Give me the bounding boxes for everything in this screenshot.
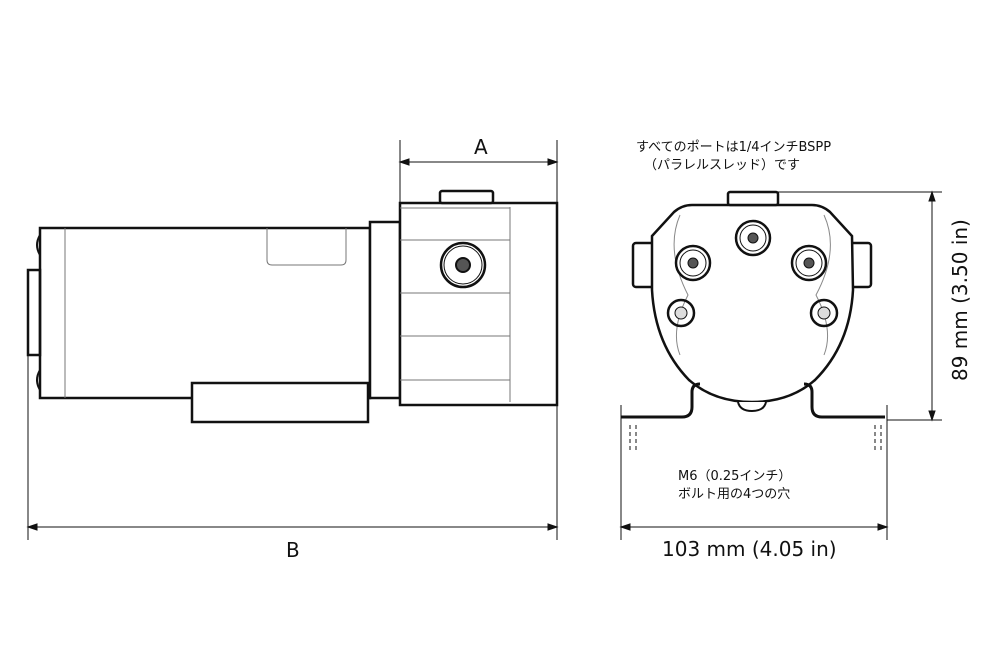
mounting-bracket bbox=[621, 382, 885, 419]
dimension-lines-front bbox=[619, 190, 942, 540]
dimension-lines-side bbox=[26, 140, 559, 540]
dimension-b-label: B bbox=[286, 538, 300, 562]
port bbox=[674, 219, 828, 282]
adapter bbox=[368, 220, 402, 400]
pump-head bbox=[398, 201, 559, 407]
side-port bbox=[439, 241, 487, 289]
bolt-note-line2: ボルト用の4つの穴 bbox=[678, 487, 791, 502]
ports-note-line1: すべてのポートは1/4インチBSPP bbox=[636, 140, 832, 155]
height-dimension-label: 89 mm (3.50 in) bbox=[948, 219, 972, 381]
dimension-a-label: A bbox=[474, 135, 488, 159]
motor-base-box bbox=[190, 381, 370, 424]
bolt bbox=[666, 298, 839, 328]
motor-tab bbox=[266, 228, 347, 266]
motor-body bbox=[38, 226, 372, 400]
front-view bbox=[621, 190, 885, 450]
mounting-hole-hidden-lines bbox=[629, 425, 882, 450]
ports-note-line2: （パラレルスレッド）です bbox=[644, 158, 801, 173]
width-dimension-label: 103 mm (4.05 in) bbox=[662, 537, 837, 561]
bolt-note-line1: M6（0.25インチ） bbox=[678, 469, 792, 484]
side-view bbox=[26, 189, 559, 424]
motor-end-plug bbox=[26, 268, 42, 357]
